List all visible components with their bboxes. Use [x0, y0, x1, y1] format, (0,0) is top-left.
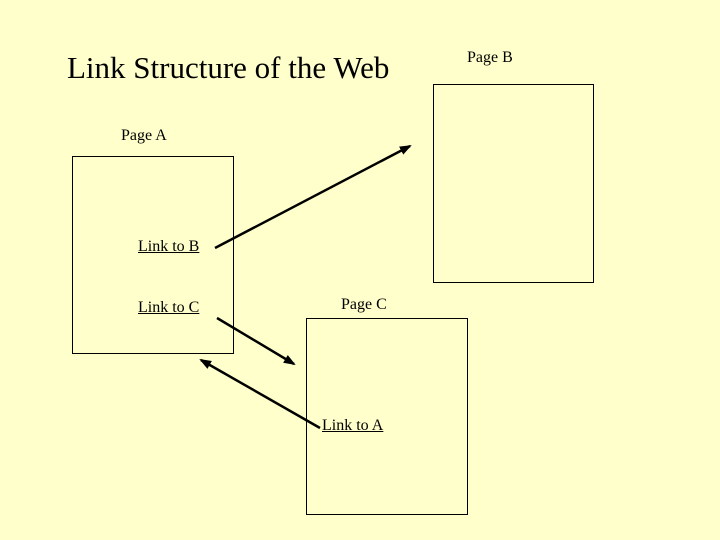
arrow-a-to-b — [214, 144, 412, 250]
link-to-b[interactable]: Link to B — [138, 238, 200, 255]
page-b-label: Page B — [467, 49, 513, 66]
link-to-a[interactable]: Link to A — [322, 417, 384, 434]
page-c-box: Link to A — [306, 318, 468, 515]
page-a-box: Link to B Link to C — [72, 156, 234, 354]
link-to-c[interactable]: Link to C — [138, 299, 200, 316]
arrow-c-to-a — [199, 358, 321, 430]
page-b-box — [433, 84, 594, 283]
page-c-label: Page C — [341, 296, 387, 313]
slide-title: Link Structure of the Web — [67, 50, 390, 85]
page-a-label: Page A — [121, 127, 167, 144]
